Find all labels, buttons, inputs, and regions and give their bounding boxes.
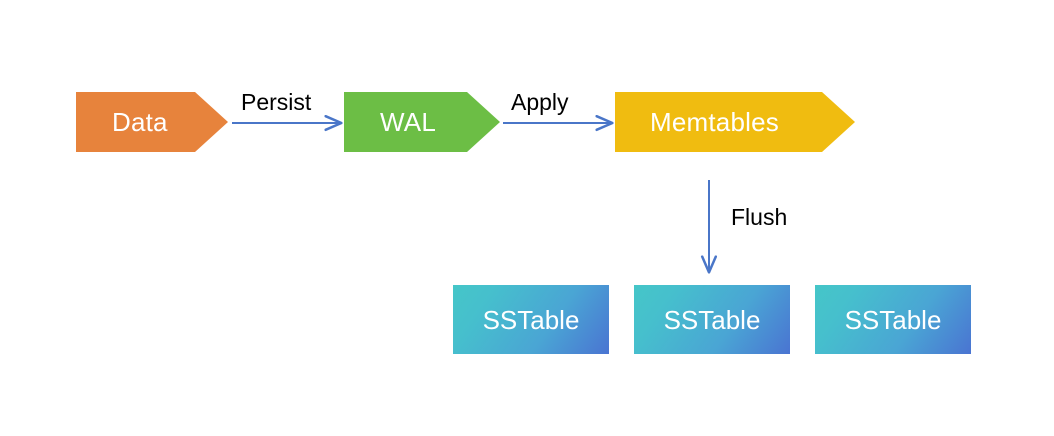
node-sstable-1-label: SSTable bbox=[663, 304, 761, 335]
node-memtables-label: Memtables bbox=[650, 107, 779, 137]
node-sstable-2[interactable]: SSTable bbox=[815, 285, 971, 354]
node-sstable-0[interactable]: SSTable bbox=[453, 285, 609, 354]
edge-flush-label: Flush bbox=[731, 204, 788, 230]
node-sstable-2-label: SSTable bbox=[844, 304, 942, 335]
node-data[interactable]: Data bbox=[76, 92, 228, 152]
node-sstable-0-label: SSTable bbox=[482, 304, 580, 335]
edge-apply-label: Apply bbox=[511, 89, 569, 115]
node-sstable-1[interactable]: SSTable bbox=[634, 285, 790, 354]
node-wal[interactable]: WAL bbox=[344, 92, 500, 152]
node-data-label: Data bbox=[112, 107, 168, 137]
edge-persist-label: Persist bbox=[241, 89, 312, 115]
node-wal-label: WAL bbox=[380, 107, 436, 137]
node-memtables[interactable]: Memtables bbox=[615, 92, 855, 152]
